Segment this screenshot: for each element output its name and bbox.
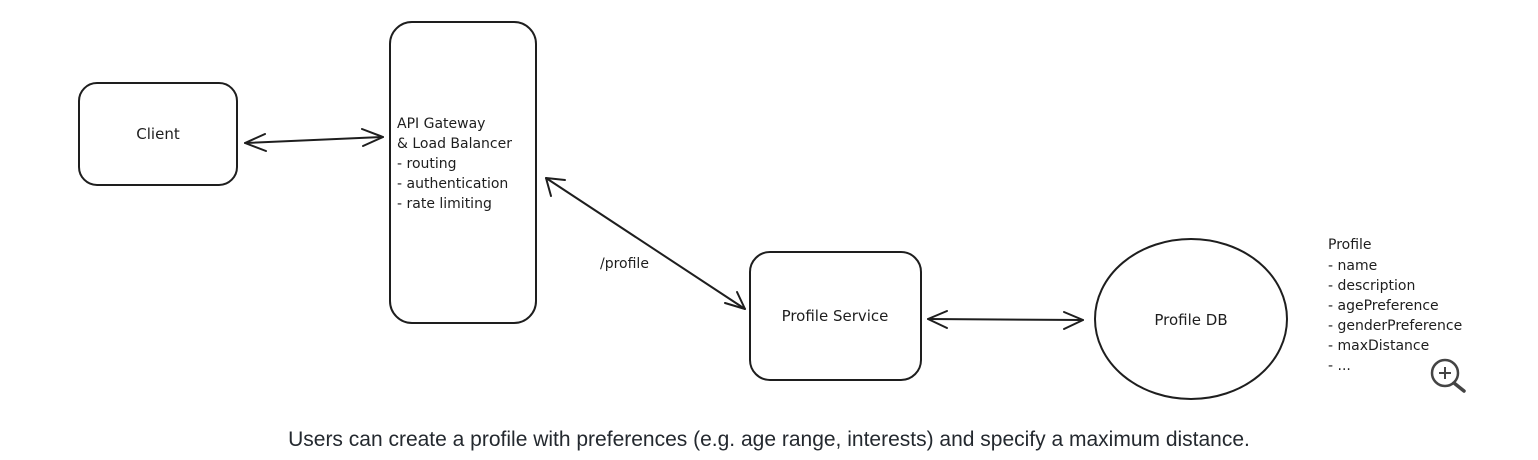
schema-line-2: - name	[1328, 258, 1377, 274]
diagram-svg: Client API Gateway & Load Balancer - rou…	[78, 21, 1466, 400]
client-label: Client	[136, 125, 180, 143]
schema-line-1: Profile	[1328, 237, 1372, 253]
schema-line-7: - ...	[1328, 358, 1351, 374]
arrow-gateway-service	[545, 177, 746, 310]
diagram-caption: Users can create a profile with preferen…	[288, 428, 1250, 451]
profile-service-box	[749, 251, 922, 381]
gateway-line-2: & Load Balancer	[397, 136, 512, 152]
gateway-box	[389, 21, 537, 324]
gateway-line-1: API Gateway	[397, 116, 485, 132]
schema-line-5: - genderPreference	[1328, 318, 1462, 334]
gateway-line-3: - routing	[397, 156, 457, 172]
schema-line-4: - agePreference	[1328, 298, 1439, 314]
profile-db-ellipse	[1094, 238, 1288, 400]
arrow-service-db	[927, 310, 1084, 330]
zoom-in-icon[interactable]	[1430, 358, 1466, 393]
profile-db-label: Profile DB	[1154, 311, 1227, 329]
edge-label-profile: /profile	[600, 256, 649, 272]
gateway-line-5: - rate limiting	[397, 196, 492, 212]
profile-service-label: Profile Service	[782, 307, 889, 325]
arrow-client-gateway	[244, 128, 384, 152]
gateway-line-4: - authentication	[397, 176, 508, 192]
schema-line-6: - maxDistance	[1328, 338, 1429, 354]
schema-line-3: - description	[1328, 278, 1415, 294]
client-box	[78, 82, 238, 186]
